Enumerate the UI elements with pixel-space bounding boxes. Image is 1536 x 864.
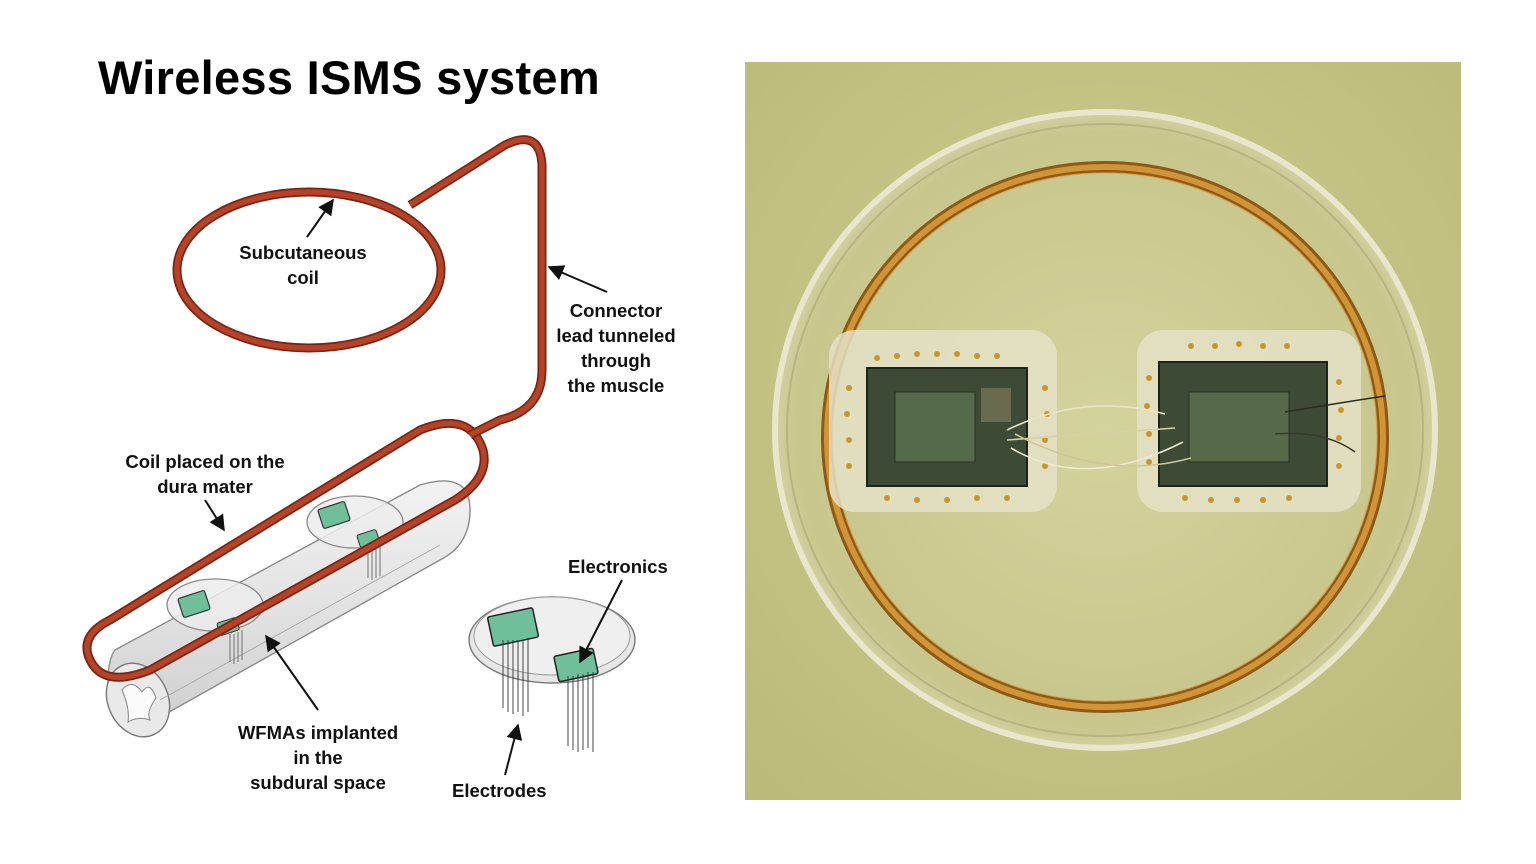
ismss-schematic [82, 135, 636, 776]
label-electrodes: Electrodes [452, 780, 547, 801]
chip-right [1137, 330, 1361, 512]
wfma-disc [306, 495, 404, 580]
subcutaneous-coil [172, 187, 446, 353]
chip-left [829, 330, 1057, 512]
wfma-detail [468, 596, 636, 752]
connecting-wires [1006, 395, 1386, 470]
label-electronics: Electronics [568, 556, 668, 577]
callout-arrows [204, 198, 623, 776]
device-photo [745, 62, 1461, 800]
connector-lead [407, 135, 547, 440]
page-title: Wireless ISMS system [98, 51, 600, 104]
